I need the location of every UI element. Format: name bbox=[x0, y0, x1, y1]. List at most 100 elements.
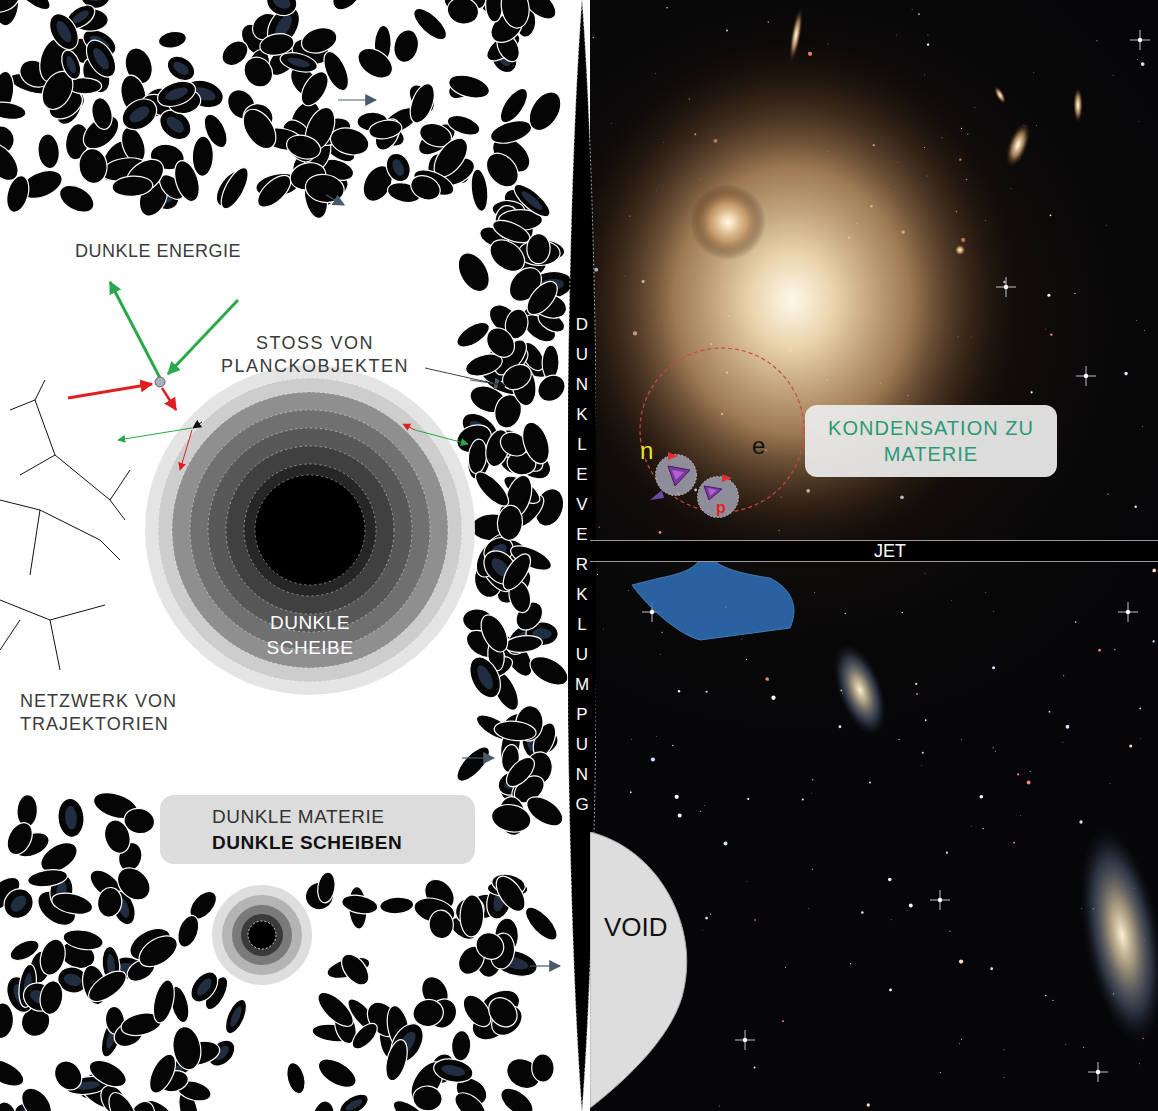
blob-shape bbox=[170, 1025, 204, 1072]
band-title: DUNKLE VERKLUMPUNG bbox=[574, 310, 591, 820]
star bbox=[814, 591, 816, 593]
star bbox=[974, 106, 976, 108]
star bbox=[1045, 995, 1047, 997]
star bbox=[1003, 1077, 1005, 1079]
dark-matter-blob bbox=[309, 1099, 337, 1111]
blob-shape bbox=[296, 67, 334, 110]
electron-label: e bbox=[752, 433, 772, 459]
dark-matter-blob bbox=[77, 147, 108, 185]
dark-matter-blob bbox=[252, 170, 296, 213]
dark-matter-blob bbox=[16, 1082, 58, 1111]
blob-shape bbox=[532, 1054, 555, 1082]
blob-shape bbox=[382, 1037, 411, 1083]
dark-matter-blob bbox=[112, 175, 154, 198]
dark-matter-blob bbox=[80, 35, 121, 82]
blob-shape bbox=[192, 136, 214, 177]
dark-matter-blob bbox=[501, 753, 539, 792]
star bbox=[927, 34, 929, 36]
dark-matter-blob bbox=[316, 871, 337, 904]
blob-sheen bbox=[171, 59, 191, 77]
dark-matter-blob bbox=[445, 112, 483, 139]
jet-title: JET bbox=[874, 541, 1158, 561]
blob-shape bbox=[432, 1056, 475, 1086]
dark-matter-blob bbox=[353, 42, 398, 84]
quark-triangle bbox=[704, 486, 722, 500]
blob-shape bbox=[412, 1085, 444, 1111]
blob-shape bbox=[490, 216, 533, 247]
star bbox=[895, 34, 897, 36]
blob-shape bbox=[496, 504, 524, 541]
dark-matter-blob bbox=[488, 116, 534, 147]
star-flare bbox=[996, 277, 1016, 297]
dark-matter-blob bbox=[200, 111, 232, 151]
star bbox=[1075, 621, 1077, 623]
blob-sheen bbox=[90, 46, 112, 72]
star bbox=[990, 967, 993, 970]
star bbox=[1052, 1000, 1053, 1001]
dark-matter-blob bbox=[96, 886, 124, 919]
proton-label: p bbox=[716, 499, 730, 517]
dark-matter-blob bbox=[284, 1061, 309, 1096]
star bbox=[970, 825, 972, 827]
star bbox=[705, 917, 708, 920]
dark-matter-blob bbox=[116, 93, 162, 136]
star bbox=[921, 765, 923, 767]
blob-shape bbox=[336, 949, 374, 990]
blob-shape bbox=[116, 93, 162, 136]
star bbox=[1035, 125, 1037, 127]
dark-matter-blob bbox=[192, 136, 214, 177]
dark-matter-blob bbox=[55, 180, 99, 218]
trajectory-line bbox=[50, 605, 105, 620]
disc-ring bbox=[241, 914, 283, 956]
dark-matter-blob bbox=[466, 438, 488, 474]
blob-shape bbox=[236, 103, 282, 154]
star bbox=[925, 719, 927, 721]
blob-shape bbox=[200, 111, 232, 151]
star bbox=[1137, 59, 1138, 60]
label-anchor: e bbox=[752, 433, 772, 459]
impulse-arrow bbox=[68, 384, 152, 398]
star bbox=[867, 1103, 870, 1106]
blob-shape bbox=[313, 987, 359, 1032]
star bbox=[785, 967, 786, 968]
dark-matter-blob bbox=[85, 1055, 130, 1092]
star bbox=[1124, 372, 1128, 376]
dark-matter-blob bbox=[170, 1025, 204, 1072]
trajectory-line bbox=[10, 380, 45, 410]
flow-arrow bbox=[530, 965, 560, 966]
star bbox=[1050, 333, 1052, 335]
blob-sheen bbox=[194, 976, 214, 998]
trajectory-line bbox=[0, 500, 40, 575]
dark-matter-blob bbox=[405, 80, 439, 126]
star bbox=[911, 8, 913, 10]
dark-matter-blob bbox=[498, 359, 536, 394]
dark-matter-blob bbox=[451, 1030, 472, 1062]
blob-shape bbox=[185, 967, 223, 1007]
star bbox=[746, 880, 748, 882]
blob-shape bbox=[157, 29, 188, 50]
blob-shape bbox=[7, 936, 42, 965]
star-flare bbox=[1130, 30, 1150, 50]
star bbox=[845, 613, 846, 614]
dark-matter-blob bbox=[0, 1002, 15, 1040]
box-subheading: DUNKLE SCHEIBEN bbox=[212, 830, 457, 856]
collision-label: STOSS VON PLANCKOBJEKTEN bbox=[200, 332, 430, 377]
blob-shape bbox=[96, 886, 124, 919]
label-anchor: NETZWERK VON TRAJEKTORIEN bbox=[20, 690, 250, 737]
star bbox=[1049, 711, 1051, 713]
disc-ring bbox=[255, 475, 365, 585]
star bbox=[747, 798, 749, 800]
blob-shape bbox=[340, 892, 379, 916]
disc-ring bbox=[248, 921, 276, 949]
void-outline bbox=[590, 832, 687, 1108]
blob-shape bbox=[452, 742, 495, 786]
blob-shape bbox=[504, 634, 543, 654]
star bbox=[710, 914, 711, 915]
trajectory-line bbox=[0, 620, 20, 650]
dark-matter-blob bbox=[134, 930, 183, 973]
star bbox=[1004, 1049, 1005, 1050]
star bbox=[603, 628, 605, 630]
star bbox=[631, 738, 633, 740]
star bbox=[678, 813, 682, 817]
blob-shape bbox=[303, 172, 346, 206]
